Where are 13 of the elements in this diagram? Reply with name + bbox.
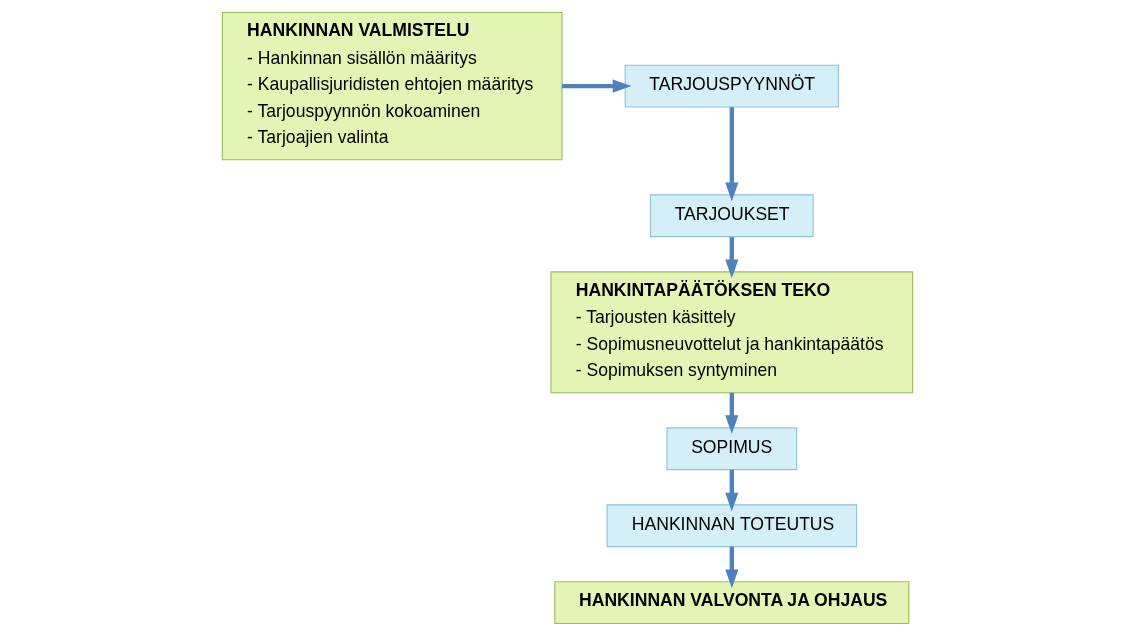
node-box: HANKINNAN VALVONTA JA OHJAUS — [553, 581, 909, 625]
node-box: HANKINTAPÄÄTÖKSEN TEKO - Tarjousten käsittely - Sopimusneuvottelut ja hankintapäätös - Sopimuksen syntyminen — [549, 271, 913, 394]
arrow — [724, 469, 738, 512]
node-box: TARJOUKSET — [649, 194, 814, 238]
arrow — [561, 79, 631, 93]
node-box: HANKINNAN VALMISTELU - Hankinnan sisällön määritys - Kaupallisjuridisten ehtojen määritys - Tarjouspyynnön kokoaminen - Tarjoajien valinta — [221, 11, 563, 161]
node-box: HANKINNAN TOTEUTUS — [606, 504, 857, 548]
arrow — [724, 237, 738, 279]
node-box: SOPIMUS — [665, 427, 797, 471]
arrow — [724, 107, 738, 202]
node-box: TARJOUSPYYNNÖT — [624, 64, 839, 108]
arrow — [724, 392, 738, 435]
arrow — [724, 546, 738, 589]
